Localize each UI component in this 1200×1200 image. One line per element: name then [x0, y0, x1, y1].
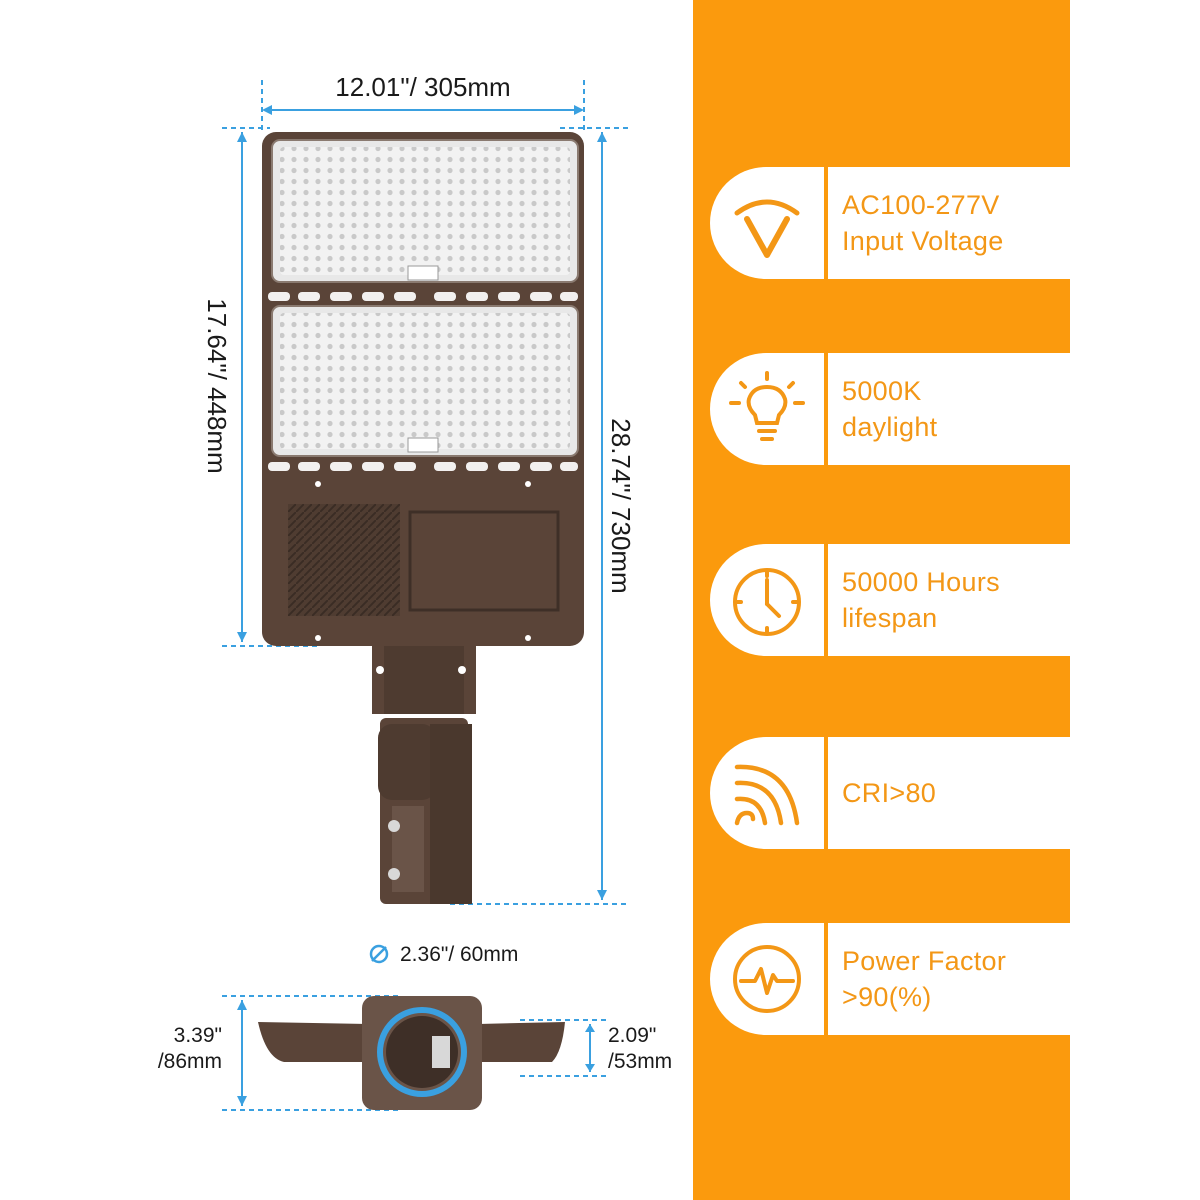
- feature-title: AC100-277V: [842, 190, 1000, 220]
- feature-cri: CRI>80: [710, 737, 1070, 849]
- fixture-housing: [262, 132, 584, 646]
- feature-subtitle: daylight: [842, 412, 938, 442]
- side-height-label-1: 3.39": [174, 1024, 222, 1047]
- feature-divider: [824, 737, 828, 849]
- total-height-label: 28.74"/ 730mm: [606, 418, 636, 593]
- feature-title: 5000K: [842, 376, 922, 406]
- width-label: 12.01"/ 305mm: [335, 72, 510, 102]
- feature-text: 50000 Hours lifespan: [842, 544, 1067, 656]
- pole-diameter-label: 2.36"/ 60mm: [400, 943, 518, 966]
- feature-divider: [824, 923, 828, 1035]
- fixture-height-label: 17.64"/ 448mm: [202, 298, 232, 473]
- feature-subtitle: lifespan: [842, 603, 938, 633]
- signal-waves-icon: [710, 737, 824, 849]
- feature-text: CRI>80: [842, 737, 1067, 849]
- bottom-view: [258, 996, 565, 1110]
- vent-grille: [288, 504, 400, 616]
- led-array-upper: [280, 147, 570, 275]
- side-height-label-2: /86mm: [158, 1050, 222, 1073]
- dimension-arrows: [237, 105, 607, 1106]
- feature-divider: [824, 353, 828, 465]
- diameter-icon: [369, 944, 389, 964]
- thickness-label-1: 2.09": [608, 1024, 656, 1047]
- voltage-icon: [710, 167, 824, 279]
- feature-text: AC100-277V Input Voltage: [842, 167, 1067, 279]
- feature-divider: [824, 544, 828, 656]
- feature-power-factor: Power Factor >90(%): [710, 923, 1070, 1035]
- led-array-lower: [280, 313, 570, 449]
- power-factor-icon: [710, 923, 824, 1035]
- feature-title: 50000 Hours: [842, 567, 1000, 597]
- slip-fitter-mount: [372, 646, 476, 904]
- feature-text: Power Factor >90(%): [842, 923, 1067, 1035]
- light-bulb-icon: [710, 353, 824, 465]
- feature-voltage: AC100-277V Input Voltage: [710, 167, 1070, 279]
- feature-text: 5000K daylight: [842, 353, 1067, 465]
- feature-lifespan: 50000 Hours lifespan: [710, 544, 1070, 656]
- feature-subtitle: >90(%): [842, 982, 932, 1012]
- feature-divider: [824, 167, 828, 279]
- feature-color-temperature: 5000K daylight: [710, 353, 1070, 465]
- feature-title: CRI>80: [842, 778, 937, 808]
- feature-title: Power Factor: [842, 946, 1007, 976]
- clock-icon: [710, 544, 824, 656]
- feature-subtitle: Input Voltage: [842, 226, 1004, 256]
- product-diagram: 12.01"/ 305mm 17.64"/ 448mm 28.74"/ 730m…: [158, 72, 672, 1111]
- thickness-label-2: /53mm: [608, 1050, 672, 1073]
- dimension-lines: [222, 80, 628, 1111]
